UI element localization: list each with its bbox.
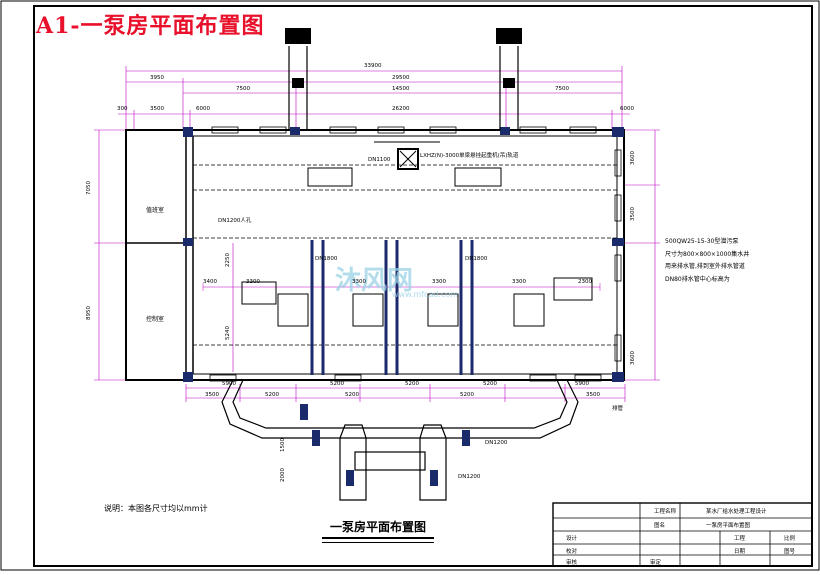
dim-text: 5200	[483, 381, 497, 387]
pipe-label-dn1800-a: DN1800	[315, 256, 338, 262]
dim-text: 7500	[555, 86, 569, 92]
pump-units	[241, 277, 593, 327]
dim-text: 3500	[205, 392, 219, 398]
wall-columns	[183, 127, 624, 382]
dim-text: 5240	[225, 326, 231, 340]
outlet-manifold	[221, 379, 579, 501]
tb-sheet-no: 图号	[784, 549, 796, 555]
drain-label: 排管	[612, 406, 624, 412]
tb-grade: 工程	[734, 536, 746, 542]
pump-annotation: 500QW25-15-30型潜污泵 尺寸为800×800×1000集水井 用来排…	[665, 236, 749, 286]
sheet-title: A1-一泵房平面布置图	[36, 13, 265, 39]
bottom-windows	[209, 374, 602, 382]
crane-label: LXHZ(N)-3000单梁悬挂起重机(吊)轨道	[420, 153, 519, 159]
dim-text: 2250	[225, 253, 231, 267]
tb-designer: 设计	[566, 536, 578, 542]
title-block	[552, 502, 813, 567]
units-note: 说明：本图各尺寸均以mm计	[104, 504, 208, 513]
crane-rails	[193, 164, 617, 346]
top-dimension-lines	[118, 66, 630, 130]
pipe-label-dn1800-b: DN1800	[465, 256, 488, 262]
inner-frame	[33, 5, 813, 567]
watermark-url: www.mfcad.com	[392, 290, 459, 299]
bottom-dimension-lines	[185, 384, 626, 402]
tb-project: 某水厂给水处理工程设计	[706, 509, 767, 515]
dim-text: 14500	[392, 86, 410, 92]
drawing-title: 一泵房平面布置图	[330, 520, 427, 534]
dim-text: 6000	[620, 106, 634, 112]
dim-text: 3300	[432, 279, 446, 285]
top-windows	[211, 126, 622, 362]
pipe-label-dn1200-bottom: DN1200	[458, 474, 481, 480]
dim-text: 5200	[345, 392, 359, 398]
dim-text: 2000	[280, 468, 286, 482]
annotation-line: DN80排水管中心标高为	[665, 275, 730, 283]
dim-text: 7050	[86, 181, 92, 195]
dim-text: 5200	[405, 381, 419, 387]
room-label-top: 值班室	[146, 207, 165, 214]
crane-hoist	[307, 141, 502, 187]
dim-text: 2300	[578, 279, 592, 285]
dim-text: 3300	[246, 279, 260, 285]
pipe-label-dn1200-inlet: DN1200人孔	[218, 218, 252, 224]
tb-date: 日期	[734, 549, 746, 555]
room-label-bottom: 控制室	[146, 316, 165, 323]
tb-sheet-name: 图名	[654, 523, 666, 529]
watermark: 沐风网	[335, 266, 414, 296]
dim-text: 6000	[196, 106, 210, 112]
annotation-line: 用来排水管,排到室外排水管道	[665, 263, 745, 270]
dim-text: 29500	[392, 75, 410, 81]
dim-text: 5200	[460, 392, 474, 398]
dim-text: 3400	[203, 279, 217, 285]
drawing-title-underline	[322, 537, 434, 543]
dim-text: 8950	[86, 306, 92, 320]
dim-text: 3500	[630, 207, 636, 221]
dim-text: 3600	[630, 351, 636, 365]
dim-text: 3500	[150, 106, 164, 112]
tb-checker: 校对	[566, 549, 578, 555]
building-walls	[125, 129, 625, 381]
inner-dimension-lines	[202, 283, 601, 291]
tb-drawing: 一泵房平面布置图	[706, 523, 751, 529]
dim-text: 7500	[236, 86, 250, 92]
discharge-risers	[310, 240, 474, 375]
dim-text: 3300	[352, 279, 366, 285]
dim-text: 1500	[280, 438, 286, 452]
inlet-valves	[285, 28, 522, 88]
dim-text: 26200	[392, 106, 410, 112]
dim-text: 5200	[265, 392, 279, 398]
right-dimension-lines	[624, 129, 660, 381]
left-dimension-lines	[94, 129, 234, 381]
dim-text: 300	[117, 106, 128, 112]
outlet-valves	[300, 404, 470, 486]
dim-text: 33900	[364, 63, 382, 69]
annotation-line: 500QW25-15-30型潜污泵	[665, 238, 739, 245]
pipe-label-dn1200: DN1200	[485, 440, 508, 446]
dim-text: 5900	[575, 381, 589, 387]
pipe-label-dn1100: DN1100	[368, 157, 391, 163]
dim-text: 5900	[222, 381, 236, 387]
tb-scale: 比例	[784, 536, 796, 542]
dim-text: 3500	[586, 392, 600, 398]
tb-reviewer: 审核	[566, 560, 578, 566]
tb-approver: 审定	[650, 560, 662, 566]
tb-company: 工程名称	[654, 509, 677, 515]
dim-text: 5200	[330, 381, 344, 387]
dim-text: 3600	[630, 151, 636, 165]
annotation-line: 尺寸为800×800×1000集水井	[665, 250, 750, 258]
dim-text: 3950	[150, 75, 164, 81]
inlet-pipes	[288, 46, 519, 130]
dim-text: 3300	[512, 279, 526, 285]
